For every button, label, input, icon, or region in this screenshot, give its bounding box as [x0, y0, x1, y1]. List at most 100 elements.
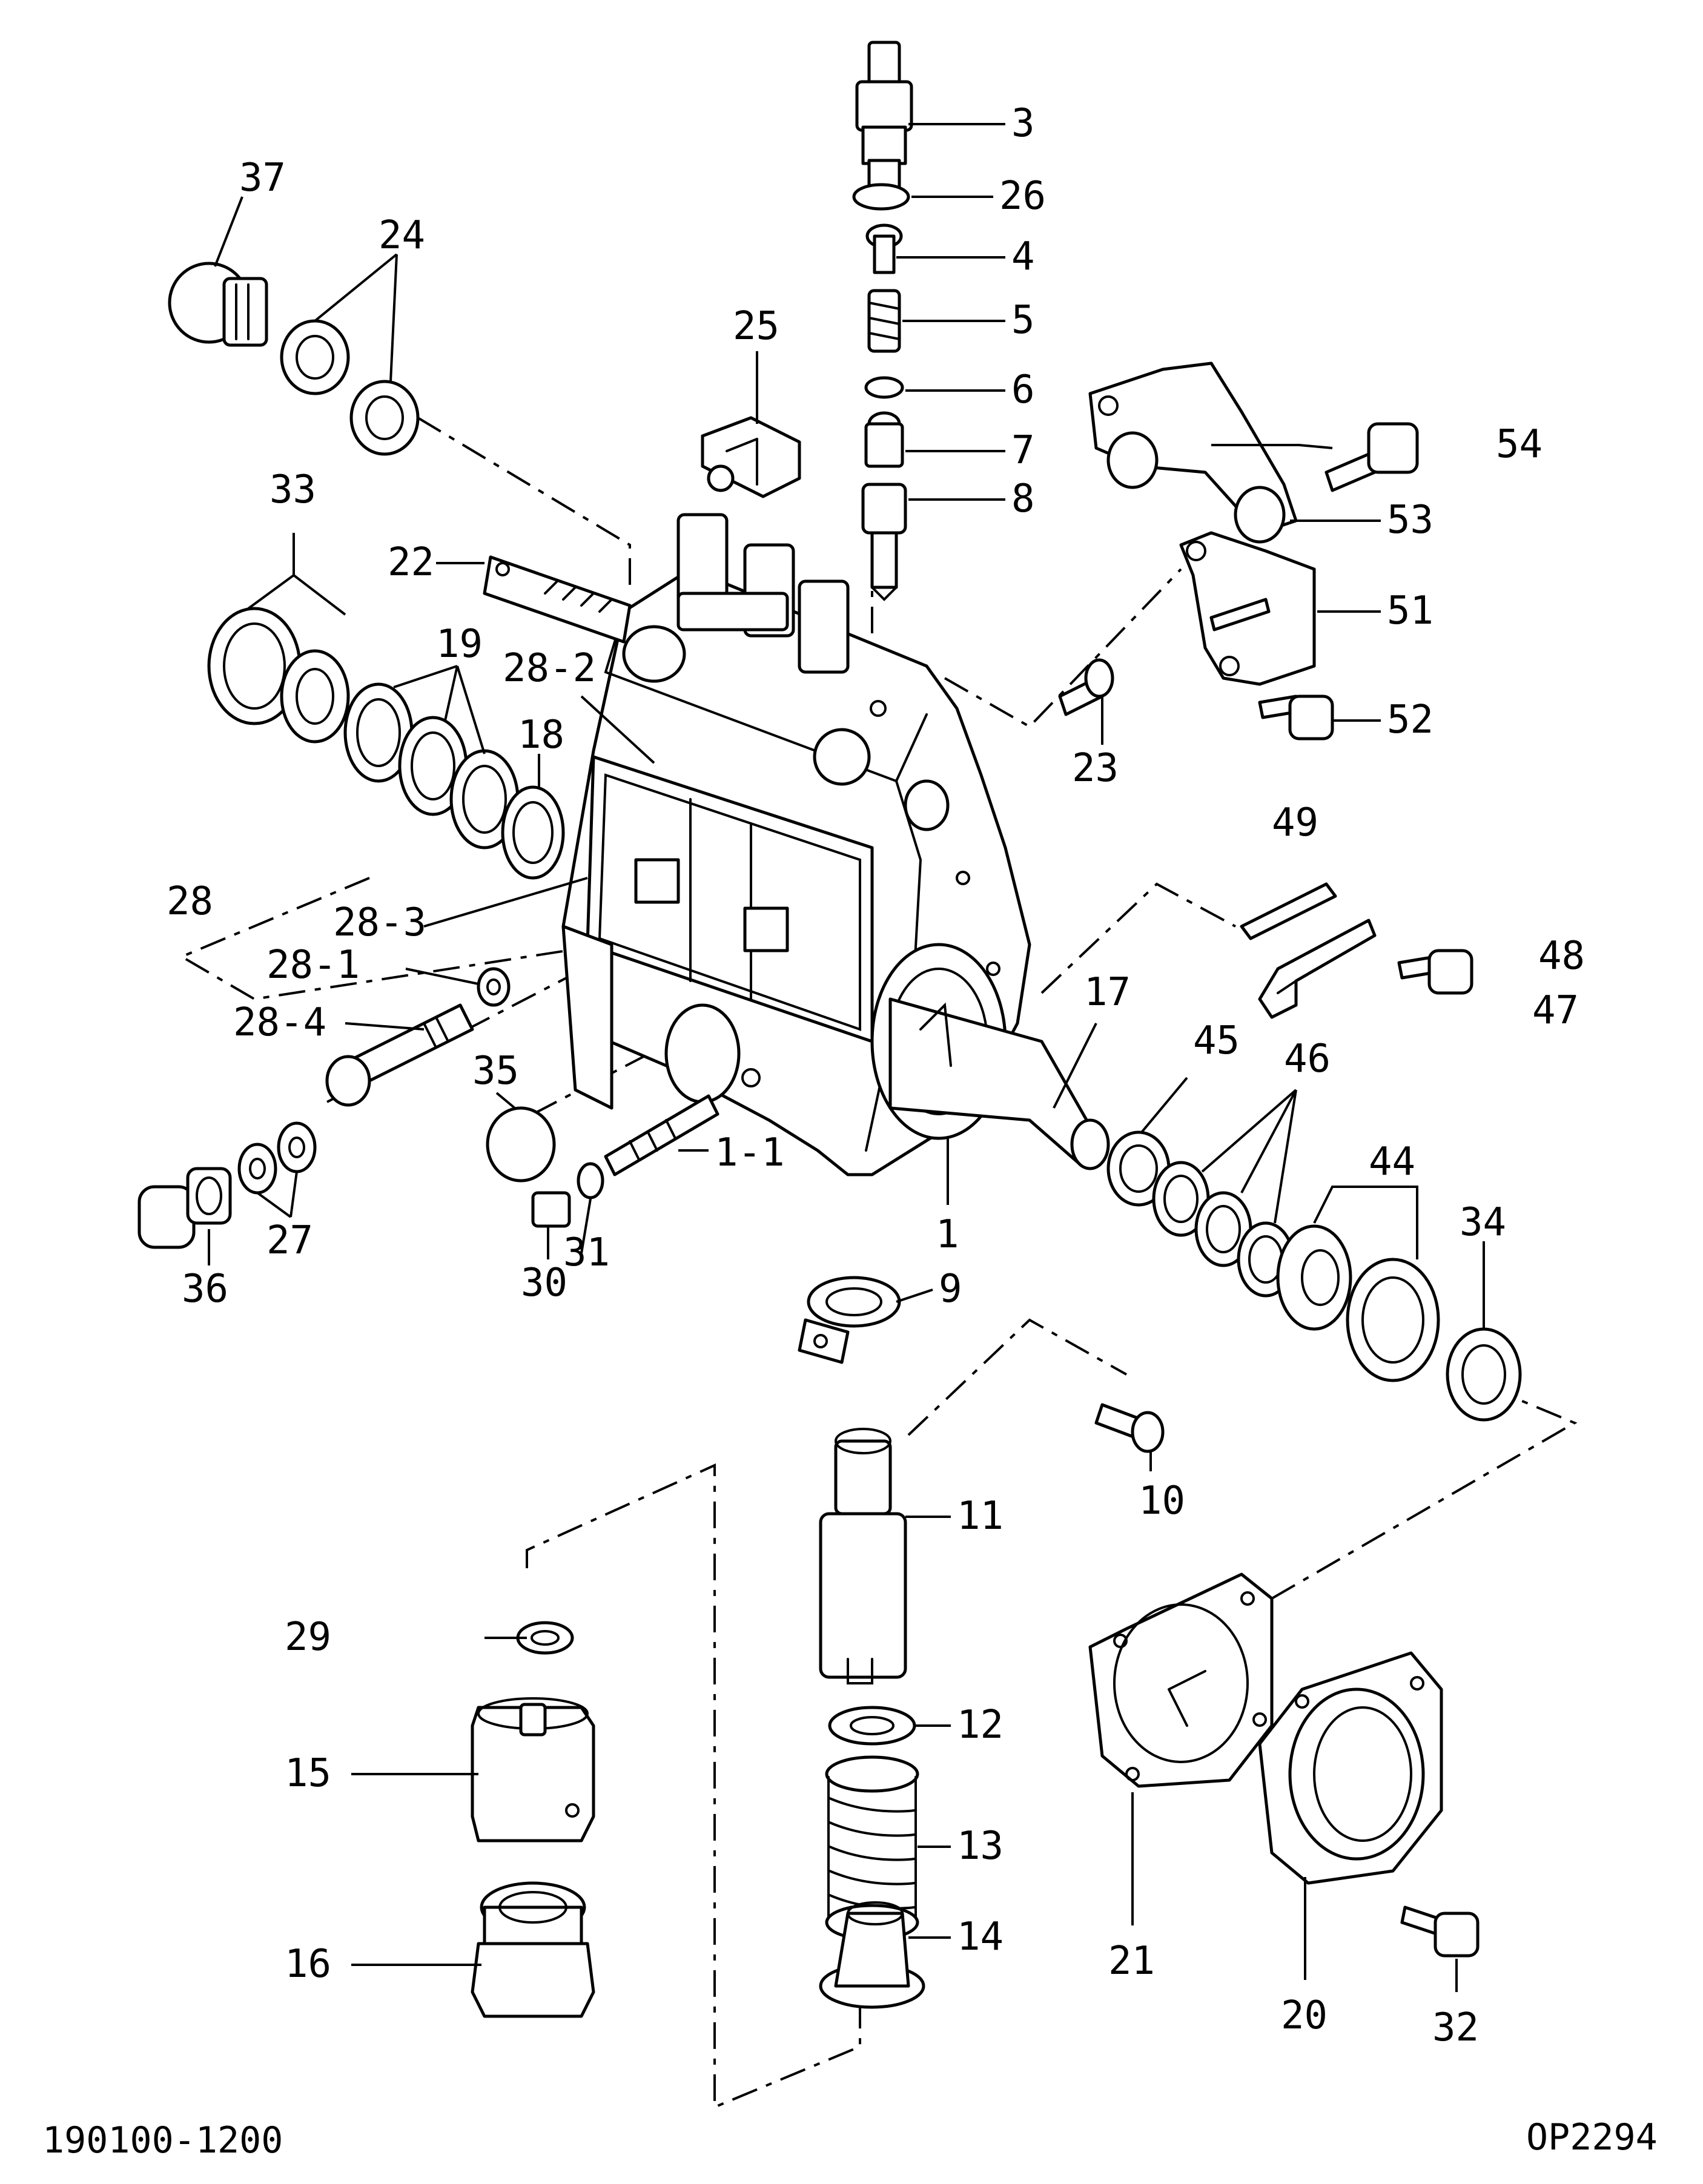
diagram-code-right: OP2294: [1526, 2116, 1658, 2159]
valve-stopper-4: [865, 223, 903, 274]
tappet-15: [471, 1697, 595, 1843]
o-ring-35: [486, 1106, 556, 1183]
diagram-code-left: 190100-1200: [42, 2119, 283, 2162]
plunger-sleeve-11: [819, 1428, 907, 1684]
label-35: 35: [472, 1049, 519, 1094]
label-13: 13: [957, 1824, 1004, 1869]
label-24: 24: [379, 213, 425, 258]
shim-18: [501, 785, 565, 880]
label-44: 44: [1369, 1140, 1415, 1184]
label-37: 37: [239, 156, 286, 200]
part-labels: 3 26 4 5 6 7 8 25 54 53 51 52 23 22 37 2…: [167, 101, 1585, 2050]
label-49: 49: [1272, 800, 1318, 845]
gasket-21: [1088, 1572, 1274, 1788]
label-6: 6: [1011, 368, 1035, 412]
plate-51: [1179, 531, 1316, 686]
plug-37: [168, 262, 268, 347]
label-10: 10: [1139, 1479, 1185, 1523]
clamp-25: [701, 416, 801, 498]
bolt-32: [1400, 1905, 1480, 1958]
label-27: 27: [266, 1218, 313, 1263]
spring-5: [867, 289, 901, 353]
label-28-2: 28-2: [503, 646, 596, 691]
eye-bolt-36: [137, 1167, 232, 1249]
control-rack-22: [483, 555, 632, 644]
label-28-1: 28-1: [266, 943, 360, 988]
label-46: 46: [1284, 1037, 1331, 1081]
gear-44: [1276, 1224, 1440, 1382]
label-20: 20: [1281, 1993, 1328, 2038]
label-45: 45: [1193, 1018, 1240, 1063]
bolt-48: [1397, 949, 1473, 995]
plate-49: [1240, 882, 1337, 940]
label-12: 12: [957, 1703, 1004, 1747]
label-54: 54: [1496, 422, 1543, 467]
label-23: 23: [1072, 746, 1119, 791]
label-47: 47: [1532, 988, 1579, 1033]
bolt-28-4: [325, 1003, 474, 1107]
label-5: 5: [1011, 298, 1035, 343]
lower-spring-seat-14: [819, 1901, 925, 2009]
nut-30: [531, 1191, 571, 1228]
o-ring-26: [852, 183, 910, 211]
label-9: 9: [939, 1267, 962, 1311]
label-30: 30: [521, 1261, 567, 1305]
label-36: 36: [182, 1267, 228, 1311]
valve-seat-8: [861, 483, 907, 601]
delivery-valve-holders: [676, 513, 850, 674]
washer-24a: [280, 319, 350, 395]
label-26: 26: [999, 174, 1046, 219]
label-7: 7: [1011, 428, 1035, 473]
label-51: 51: [1387, 589, 1433, 633]
label-8: 8: [1011, 477, 1035, 521]
label-48: 48: [1538, 934, 1585, 978]
bracket-47: [1258, 919, 1377, 1019]
label-1: 1: [936, 1212, 959, 1257]
label-29: 29: [285, 1615, 331, 1660]
gasket-6: [864, 376, 904, 399]
label-15: 15: [285, 1751, 331, 1796]
label-22: 22: [388, 540, 434, 585]
stud-1-1: [604, 1094, 719, 1176]
screw-10: [1094, 1403, 1165, 1453]
cover-20: [1258, 1651, 1443, 1885]
control-sleeve-9: [798, 1276, 901, 1364]
label-31: 31: [563, 1230, 610, 1275]
washer-24b: [349, 380, 420, 456]
label-3: 3: [1011, 101, 1035, 146]
label-34: 34: [1460, 1200, 1506, 1245]
delivery-valve-7: [864, 411, 904, 468]
bearing-34: [1446, 1327, 1522, 1422]
label-52: 52: [1387, 698, 1433, 742]
label-1-1: 1-1: [715, 1130, 785, 1175]
label-17: 17: [1084, 970, 1131, 1015]
bolt-54: [1324, 422, 1419, 492]
label-28: 28: [167, 879, 213, 924]
bracket-53: [1088, 361, 1298, 544]
label-33: 33: [270, 467, 316, 512]
spring-seat-12: [828, 1706, 916, 1746]
label-32: 32: [1432, 2005, 1479, 2050]
label-11: 11: [957, 1494, 1004, 1539]
label-18: 18: [518, 713, 564, 757]
label-21: 21: [1108, 1939, 1155, 1984]
label-28-4: 28-4: [233, 1000, 326, 1045]
plug-16: [471, 1881, 595, 2018]
label-4: 4: [1011, 234, 1035, 279]
label-19: 19: [436, 622, 483, 667]
label-53: 53: [1387, 498, 1433, 543]
label-25: 25: [733, 304, 779, 349]
bearing-33: [207, 607, 350, 744]
washer-27a: [237, 1143, 277, 1195]
bolt-52: [1258, 694, 1334, 741]
label-16: 16: [285, 1942, 331, 1987]
leader-lines: [208, 123, 1485, 1992]
washer-27b: [277, 1121, 317, 1173]
washer-31: [577, 1162, 604, 1199]
label-28-3: 28-3: [333, 900, 426, 945]
washer-28-1: [477, 967, 511, 1007]
delivery-valve-holder-3: [855, 41, 913, 190]
camshaft: [888, 997, 1110, 1170]
label-14: 14: [957, 1915, 1004, 1959]
